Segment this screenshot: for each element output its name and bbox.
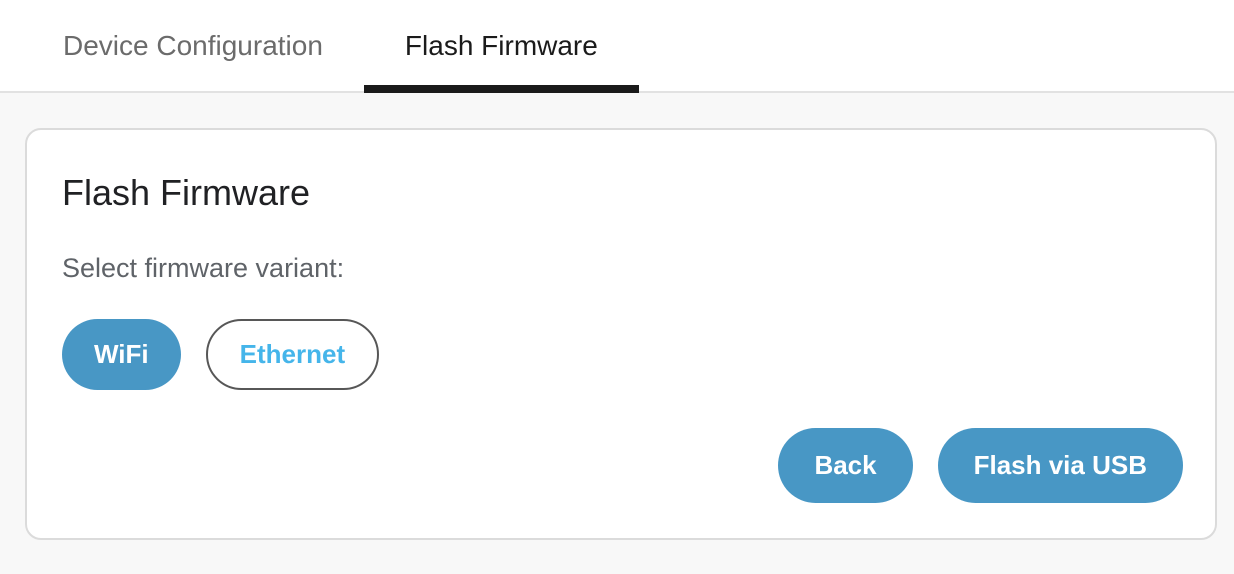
variant-options: WiFi Ethernet bbox=[62, 319, 1183, 390]
variant-wifi-button[interactable]: WiFi bbox=[62, 319, 181, 390]
flash-firmware-card: Flash Firmware Select firmware variant: … bbox=[25, 128, 1217, 540]
variant-ethernet-button[interactable]: Ethernet bbox=[205, 319, 380, 390]
back-button[interactable]: Back bbox=[778, 428, 913, 503]
action-buttons: Back Flash via USB bbox=[62, 428, 1183, 503]
tab-device-configuration-label: Device Configuration bbox=[63, 29, 323, 61]
tab-bar: Device Configuration Flash Firmware bbox=[0, 0, 1234, 93]
tab-flash-firmware-label: Flash Firmware bbox=[404, 29, 598, 61]
flash-via-usb-button[interactable]: Flash via USB bbox=[937, 428, 1183, 503]
tab-device-configuration[interactable]: Device Configuration bbox=[22, 0, 364, 91]
variant-prompt: Select firmware variant: bbox=[62, 253, 345, 283]
page-body: Flash Firmware Select firmware variant: … bbox=[0, 93, 1234, 540]
card-title: Flash Firmware bbox=[62, 172, 311, 213]
tab-flash-firmware[interactable]: Flash Firmware bbox=[363, 0, 639, 93]
